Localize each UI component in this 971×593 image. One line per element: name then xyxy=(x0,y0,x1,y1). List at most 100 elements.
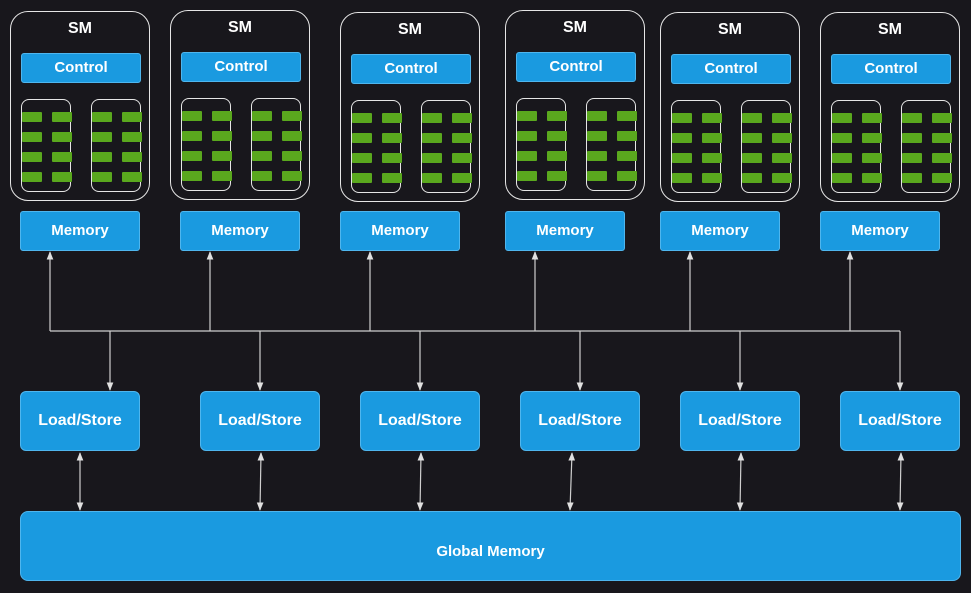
core xyxy=(352,153,372,163)
core xyxy=(932,133,952,143)
core xyxy=(587,171,607,181)
core xyxy=(932,113,952,123)
core xyxy=(902,153,922,163)
core xyxy=(672,153,692,163)
load-store-unit: Load/Store xyxy=(840,391,960,451)
core xyxy=(382,153,402,163)
core xyxy=(92,172,112,182)
core xyxy=(547,131,567,141)
core xyxy=(672,133,692,143)
core xyxy=(772,133,792,143)
core xyxy=(122,172,142,182)
core xyxy=(742,113,762,123)
sm-memory: Memory xyxy=(180,211,300,251)
core xyxy=(452,133,472,143)
sm-memory: Memory xyxy=(20,211,140,251)
core-group xyxy=(516,98,567,191)
core-group xyxy=(671,100,722,193)
core xyxy=(862,153,882,163)
core xyxy=(932,153,952,163)
core-group xyxy=(91,99,142,192)
core xyxy=(517,111,537,121)
control-unit: Control xyxy=(21,53,141,83)
core xyxy=(182,171,202,181)
core xyxy=(702,173,722,183)
core xyxy=(352,133,372,143)
core xyxy=(282,111,302,121)
core xyxy=(587,131,607,141)
sm-title: SM xyxy=(563,19,587,36)
core xyxy=(52,172,72,182)
sm-memory: Memory xyxy=(340,211,460,251)
sm-memory: Memory xyxy=(660,211,780,251)
core xyxy=(617,171,637,181)
global-link-arrow xyxy=(566,452,576,511)
core xyxy=(212,151,232,161)
core-group xyxy=(831,100,882,193)
core xyxy=(547,171,567,181)
core xyxy=(932,173,952,183)
core xyxy=(92,112,112,122)
core xyxy=(617,131,637,141)
core xyxy=(832,113,852,123)
core xyxy=(902,133,922,143)
core xyxy=(742,153,762,163)
core xyxy=(547,151,567,161)
core xyxy=(352,173,372,183)
core xyxy=(902,113,922,123)
sm-unit: SM Control xyxy=(10,11,150,201)
core xyxy=(587,151,607,161)
core-group xyxy=(251,98,302,191)
core xyxy=(772,153,792,163)
core xyxy=(282,131,302,141)
sm-title: SM xyxy=(398,21,422,38)
sm-unit: SM Control xyxy=(820,12,960,202)
core-group xyxy=(741,100,792,193)
core xyxy=(832,133,852,143)
core xyxy=(382,173,402,183)
core xyxy=(672,173,692,183)
core xyxy=(52,152,72,162)
core xyxy=(212,171,232,181)
core xyxy=(122,132,142,142)
load-store-unit: Load/Store xyxy=(680,391,800,451)
core xyxy=(182,111,202,121)
core xyxy=(22,152,42,162)
core xyxy=(452,173,472,183)
core xyxy=(672,113,692,123)
core xyxy=(742,173,762,183)
control-unit: Control xyxy=(181,52,301,82)
sm-title: SM xyxy=(68,20,92,37)
core xyxy=(452,153,472,163)
core xyxy=(182,151,202,161)
core xyxy=(282,151,302,161)
core xyxy=(22,112,42,122)
core xyxy=(742,133,762,143)
core xyxy=(862,113,882,123)
core xyxy=(902,173,922,183)
core xyxy=(382,133,402,143)
load-store-unit: Load/Store xyxy=(20,391,140,451)
core-group xyxy=(901,100,952,193)
control-unit: Control xyxy=(671,54,791,84)
core xyxy=(252,111,272,121)
control-unit: Control xyxy=(351,54,471,84)
control-unit: Control xyxy=(831,54,951,84)
core xyxy=(122,152,142,162)
core xyxy=(452,113,472,123)
core xyxy=(352,113,372,123)
core xyxy=(422,153,442,163)
load-store-unit: Load/Store xyxy=(520,391,640,451)
core xyxy=(547,111,567,121)
core xyxy=(52,112,72,122)
core xyxy=(382,113,402,123)
load-store-unit: Load/Store xyxy=(200,391,320,451)
sm-unit: SM Control xyxy=(340,12,480,202)
sm-memory: Memory xyxy=(820,211,940,251)
core xyxy=(702,133,722,143)
sm-title: SM xyxy=(718,21,742,38)
core xyxy=(617,111,637,121)
sm-title: SM xyxy=(878,21,902,38)
